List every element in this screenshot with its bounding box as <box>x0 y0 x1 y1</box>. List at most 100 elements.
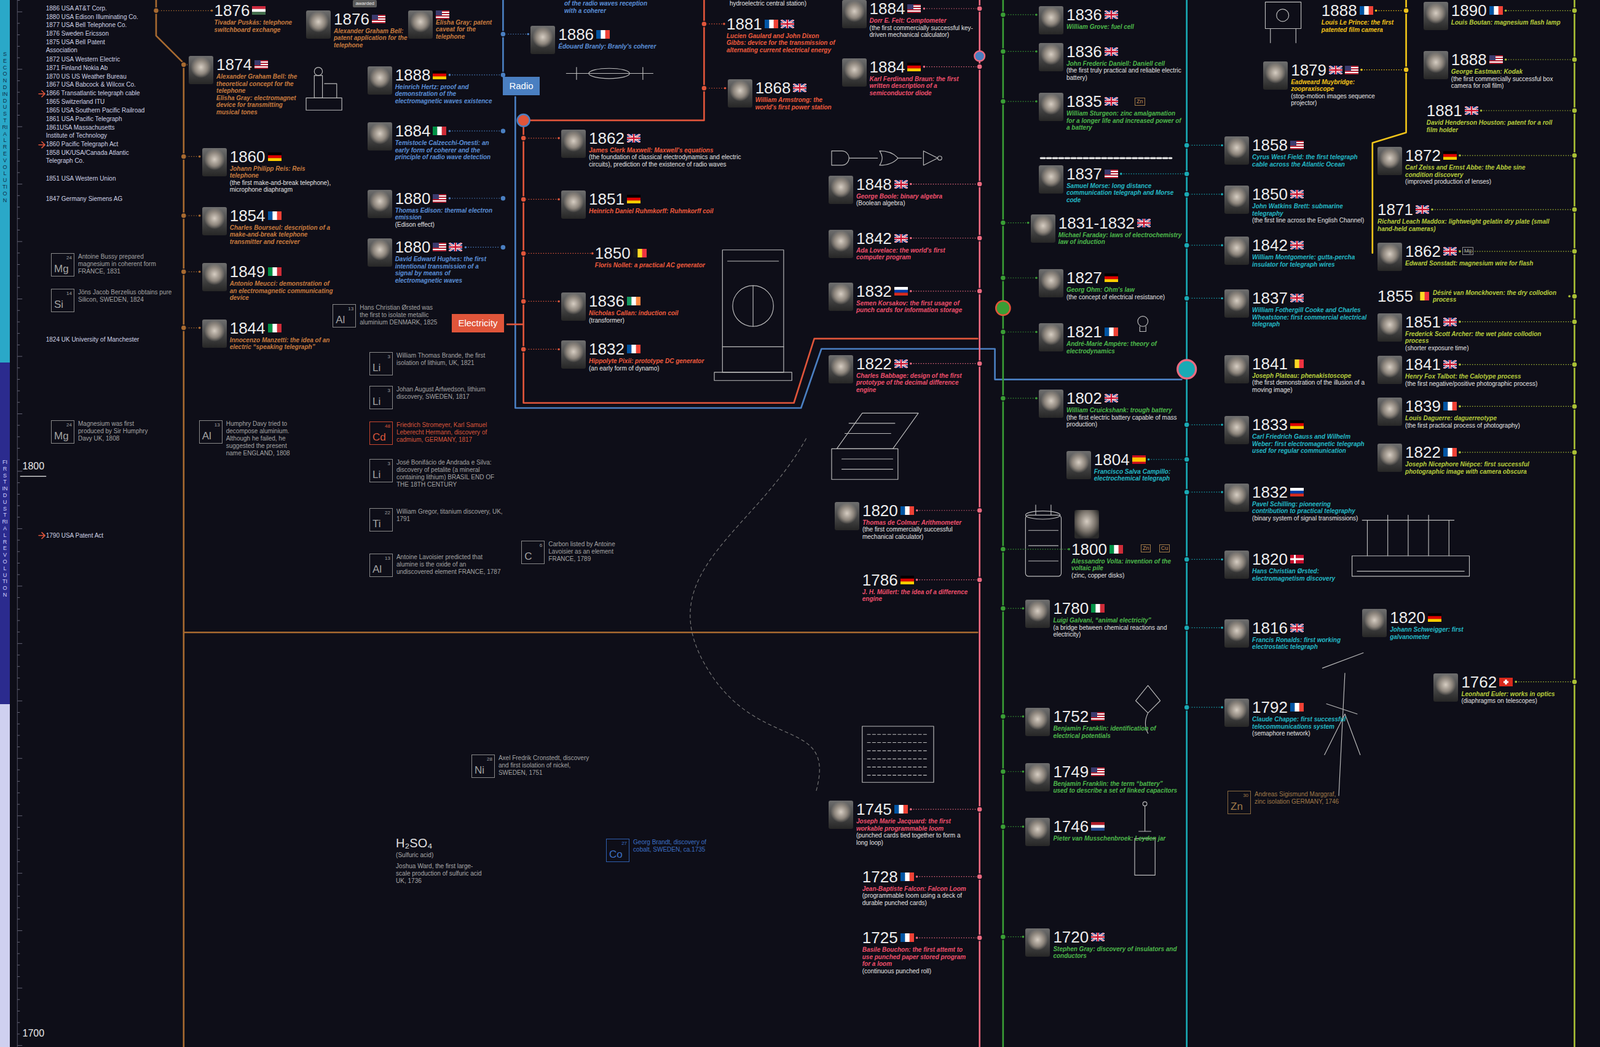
leader-line <box>449 130 503 132</box>
timeline-entry: 1836John Frederic Daniell: Daniell cell(… <box>1038 43 1182 82</box>
flag <box>267 211 282 221</box>
element-note: Antoine Bussy prepared magnesium in cohe… <box>78 253 176 276</box>
flag <box>764 19 779 29</box>
company-milestone: 1871 Finland Nokia Ab <box>46 63 109 72</box>
timeline-entry: 1860Johann Philipp Reis: Reis telephone(… <box>202 148 335 194</box>
leader-line <box>1003 548 1069 550</box>
axis-tick <box>17 792 20 794</box>
axis-year: 1800 <box>22 461 45 473</box>
year-row: 1848 <box>856 175 972 194</box>
discovery-title: Tivadar Puskás: telephone switchboard ex… <box>214 19 307 34</box>
element-symbol: Al <box>372 564 382 575</box>
year: 1725 <box>862 929 899 947</box>
leader-end <box>448 129 452 133</box>
flag <box>780 19 795 29</box>
axis-tick <box>17 735 20 736</box>
timeline-dot <box>500 195 506 201</box>
year-row: 1881 <box>726 15 840 33</box>
discovery-title: Henry Fox Talbot: the Calotype process <box>1405 373 1551 381</box>
electrochemistry-line <box>1002 0 1005 1047</box>
portrait <box>561 129 586 158</box>
axis-tick <box>17 310 20 312</box>
discovery-title: Charles Bourseul: description of a make-… <box>229 224 335 246</box>
axis-tick <box>17 80 20 82</box>
leader-end <box>557 300 560 304</box>
leader-end <box>1220 144 1224 147</box>
discovery-title: André-Marie Ampère: theory of electrodyn… <box>1066 340 1182 355</box>
timeline-dot <box>500 31 506 37</box>
timeline-entry: 1837William Fothergill Cooke and Charles… <box>1224 289 1368 329</box>
discovery-title: Samuel Morse: long distance communicatio… <box>1066 182 1182 205</box>
year-row: 1832 <box>588 340 715 358</box>
flag <box>633 248 647 258</box>
leader-end <box>1220 626 1224 630</box>
timeline-entry: 1888Heinrich Hertz: proof and demonstrat… <box>367 66 496 106</box>
axis-tick <box>17 930 23 932</box>
year-row: 1720 <box>1052 928 1179 946</box>
axis-tick <box>17 22 20 24</box>
element-note: Andreas Sigismund Marggraf, zinc isolati… <box>1254 791 1342 806</box>
leader-end <box>1067 548 1071 551</box>
discovery-title: Hans Christian Ørsted: electromagnetism … <box>1252 567 1368 583</box>
discovery-title: Pavel Schilling: pioneering contribution… <box>1252 500 1368 516</box>
flag <box>626 296 641 306</box>
year-row: 1881 <box>1426 102 1565 120</box>
flag <box>1290 240 1304 250</box>
leader-line <box>1186 627 1222 629</box>
year-row: 1835 <box>1066 92 1182 111</box>
timeline-entry: 1868William Armstrong: the world's first… <box>727 79 846 111</box>
entry-text: 1874Alexander Graham Bell: the theoretic… <box>216 55 307 116</box>
portrait <box>1377 242 1403 272</box>
atomic-number: 3 <box>387 461 390 467</box>
element-symbol-box: 27Co <box>606 839 630 863</box>
element-symbol: Al <box>202 430 212 442</box>
leader-end <box>1430 208 1434 211</box>
entry-text: 1855Désiré van Monckhoven: the dry collo… <box>1377 287 1567 305</box>
company-milestone: 1851 USA Western Union <box>46 174 117 183</box>
axis-tick <box>17 172 20 173</box>
timeline-entry: 1871Richard Leach Maddox: lightweight ge… <box>1377 200 1567 233</box>
company-milestone: 1861 USA Pacific Telegraph <box>46 114 123 123</box>
leader-line <box>1459 154 1575 156</box>
entry-text: 1752Benjamin Franklin: identification of… <box>1052 708 1179 740</box>
year-row: 1822 <box>1405 443 1551 462</box>
portrait <box>1038 92 1064 122</box>
note-text: hydroelectric central station) <box>729 0 807 8</box>
leader-line <box>449 197 503 199</box>
element-symbol-box: 28Ni <box>471 754 495 779</box>
timeline-entry: 1833Carl Friedrich Gauss and Wilhelm Web… <box>1224 416 1368 455</box>
timeline-entry: 1849Antonio Meucci: demonstration of an … <box>202 263 335 302</box>
discovery-title: Jean-Baptiste Falcon: Falcon Loom <box>862 885 975 894</box>
year: 1884 <box>869 58 906 76</box>
note-text: (the first demonstration of the illusion… <box>1252 379 1368 394</box>
difference-engine-drawing <box>831 413 919 480</box>
year: 1851 <box>588 190 625 208</box>
element-card: 6CCarbon listed by Antoine Lavoisier as … <box>521 540 631 565</box>
axis-tick <box>17 425 20 426</box>
leader-line <box>465 247 503 248</box>
axis-tick <box>17 252 20 254</box>
portrait <box>1433 673 1459 702</box>
company-milestone: 1824 UK University of Manchester <box>46 335 140 344</box>
element-note: William Gregor, titanium discovery, UK, … <box>396 508 504 524</box>
telegraph-line <box>1185 0 1188 1047</box>
element-card: 24MgMagnesium was first produced by Sir … <box>51 420 155 444</box>
company-milestone: 1866 Transatlantic telegraph cable <box>46 89 141 98</box>
year-row: 1833 <box>1252 416 1368 434</box>
flag <box>1104 10 1119 20</box>
timeline-entry: 1872Carl Zeiss and Ernst Abbe: the Abbe … <box>1377 146 1551 186</box>
portrait <box>188 55 214 85</box>
atomic-number: 24 <box>66 422 72 428</box>
timeline-entry: 1862James Clerk Maxwell: Maxwell's equat… <box>561 129 755 169</box>
axis-tick <box>17 459 20 461</box>
timeline-entry: 1827Georg Ohm: Ohm's law(the concept of … <box>1038 269 1182 301</box>
portrait <box>828 355 854 384</box>
axis-tick <box>17 804 20 806</box>
discovery-title: Michael Faraday: laws of electrochemistr… <box>1058 231 1183 246</box>
leader-line <box>1186 424 1222 426</box>
timeline-entry: 1836William Grove: fuel cell <box>1038 6 1182 35</box>
timeline-entry: 1881David Henderson Houston: patent for … <box>1426 102 1565 134</box>
axis-tick <box>17 781 20 782</box>
portrait <box>1224 185 1250 214</box>
portrait <box>367 122 393 151</box>
